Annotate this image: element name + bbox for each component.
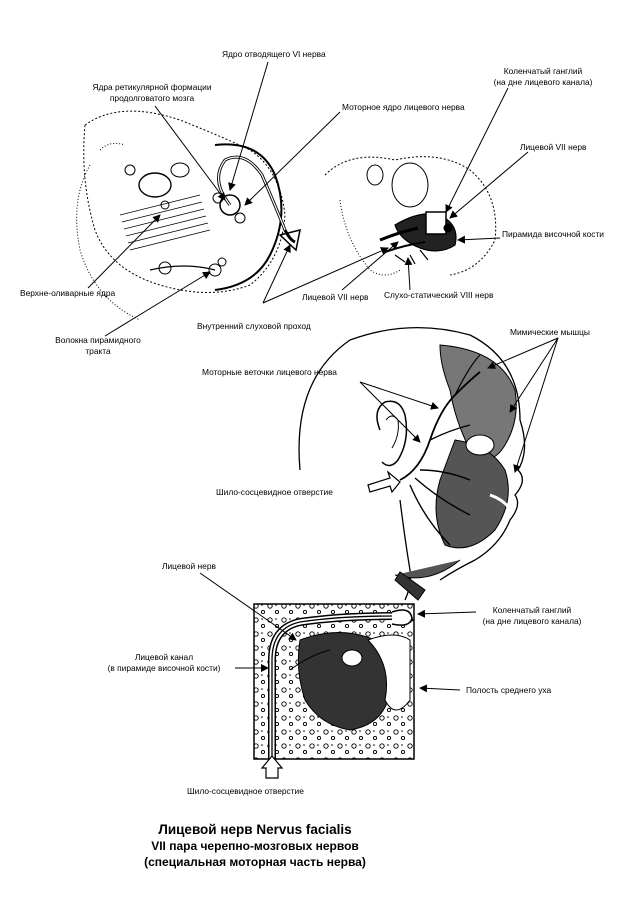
label-middle-ear-cavity: Полость среднего уха xyxy=(466,685,552,695)
label-reticular-nuclei-line2: продолговатого мозга xyxy=(109,93,195,103)
label-facial-nerve-vii-low: Лицевой VII нерв xyxy=(302,292,369,302)
label-geniculate-top: Коленчатый ганглий (на дне лицевого кана… xyxy=(478,66,608,88)
label-motor-nucleus: Моторное ядро лицевого нерва xyxy=(342,102,465,112)
label-pyramidal-tract-line2: тракта xyxy=(85,346,111,356)
label-facial-canal: Лицевой канал (в пирамиде височной кости… xyxy=(94,652,234,674)
label-superior-olivary: Верхне-оливарные ядра xyxy=(20,288,116,298)
label-geniculate-low: Коленчатый ганглий (на дне лицевого кана… xyxy=(470,605,594,627)
caption-title: Лицевой нерв Nervus facialis xyxy=(158,822,352,837)
label-facial-muscles: Мимические мышцы xyxy=(510,327,590,337)
label-facial-canal-line2: (в пирамиде височной кости) xyxy=(107,663,221,673)
label-abducens-nucleus: Ядро отводящего VI нерва xyxy=(222,49,326,59)
facial-canal-section xyxy=(253,603,415,779)
label-facial-nerve-vii-top: Лицевой VII нерв xyxy=(520,142,587,152)
label-geniculate-top-line2: (на дне лицевого канала) xyxy=(493,77,593,87)
label-internal-meatus: Внутренний слуховой проход xyxy=(197,321,311,331)
label-reticular-nuclei-line1: Ядра ретикулярной формации xyxy=(92,82,212,92)
temporal-bone-section xyxy=(324,156,497,276)
label-pyramidal-tract-line1: Волокна пирамидного xyxy=(55,335,141,345)
label-facial-nerve: Лицевой нерв xyxy=(162,561,216,571)
label-stylomastoid-foramen-mid: Шило-сосцевидное отверстие xyxy=(216,487,333,497)
label-geniculate-low-line2: (на дне лицевого канала) xyxy=(482,616,582,626)
label-facial-canal-line1: Лицевой канал xyxy=(134,652,194,662)
caption-note: (специальная моторная часть нерва) xyxy=(144,855,366,869)
label-stylomastoid-foramen-bottom: Шило-сосцевидное отверстие xyxy=(187,786,304,796)
label-geniculate-top-line1: Коленчатый ганглий xyxy=(503,66,583,76)
label-pyramidal-tract: Волокна пирамидного тракта xyxy=(40,335,156,357)
leader-lines xyxy=(87,61,559,693)
label-geniculate-low-line1: Коленчатый ганглий xyxy=(492,605,572,615)
label-temporal-pyramid: Пирамида височной кости xyxy=(502,229,604,239)
label-motor-branches: Моторные веточки лицевого нерва xyxy=(202,367,337,377)
caption-subtitle: VII пара черепно-мозговых нервов xyxy=(151,839,359,853)
label-vestibulocochlear: Слухо-статический VIII нерв xyxy=(384,290,494,300)
label-reticular-nuclei: Ядра ретикулярной формации продолговатог… xyxy=(82,82,222,104)
